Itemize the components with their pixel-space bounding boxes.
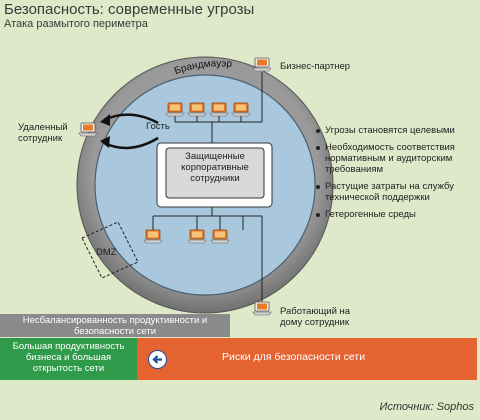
risks-label: Риски для безопасности сети xyxy=(222,351,366,363)
arrow-head-left xyxy=(100,114,110,126)
list-item: Необходимость соответствия нормативным и… xyxy=(316,142,476,175)
dmz-label: DMZ xyxy=(96,247,117,258)
laptop-icon xyxy=(187,229,207,244)
laptop-icon xyxy=(252,57,272,72)
left-arrow-icon xyxy=(148,350,167,369)
list-item: Гетерогенные среды xyxy=(316,209,476,220)
core-label: Защищенные корпоративные сотрудники xyxy=(181,151,249,184)
laptop-icon xyxy=(252,301,272,316)
page-subtitle: Атака размытого периметра xyxy=(4,18,148,30)
home-employee-label: Работающий на дому сотрудник xyxy=(280,306,351,328)
laptop-icon xyxy=(143,229,163,244)
threat-list: Угрозы становятся целевыми Необходимость… xyxy=(316,125,476,226)
list-item: Угрозы становятся целевыми xyxy=(316,125,476,136)
core-box-inner xyxy=(165,147,265,199)
top-network-lines xyxy=(152,72,263,302)
imbalance-bar: Несбалансированность продуктивности и бе… xyxy=(0,314,230,337)
laptop-icon xyxy=(231,102,251,117)
laptop-icon xyxy=(165,102,185,117)
arrow-head-left-2 xyxy=(100,136,110,148)
laptop-icon xyxy=(187,102,207,117)
laptop-icon xyxy=(209,102,229,117)
laptop-icon xyxy=(78,122,98,137)
risks-bar: Риски для безопасности сети xyxy=(137,338,477,380)
list-item: Растущие затраты на службу технической п… xyxy=(316,181,476,203)
guest-label: Гость xyxy=(146,121,170,132)
page-title: Безопасность: современные угрозы xyxy=(4,1,255,18)
laptop-icon xyxy=(210,229,230,244)
business-partner-label: Бизнес-партнер xyxy=(280,61,351,72)
remote-employee-label: Удаленный сотрудник xyxy=(18,122,68,144)
openness-bar: Большая продуктивность бизнеса и большая… xyxy=(0,338,137,380)
source-label: Источник: Sophos xyxy=(379,401,474,413)
dmz-box xyxy=(81,221,139,279)
